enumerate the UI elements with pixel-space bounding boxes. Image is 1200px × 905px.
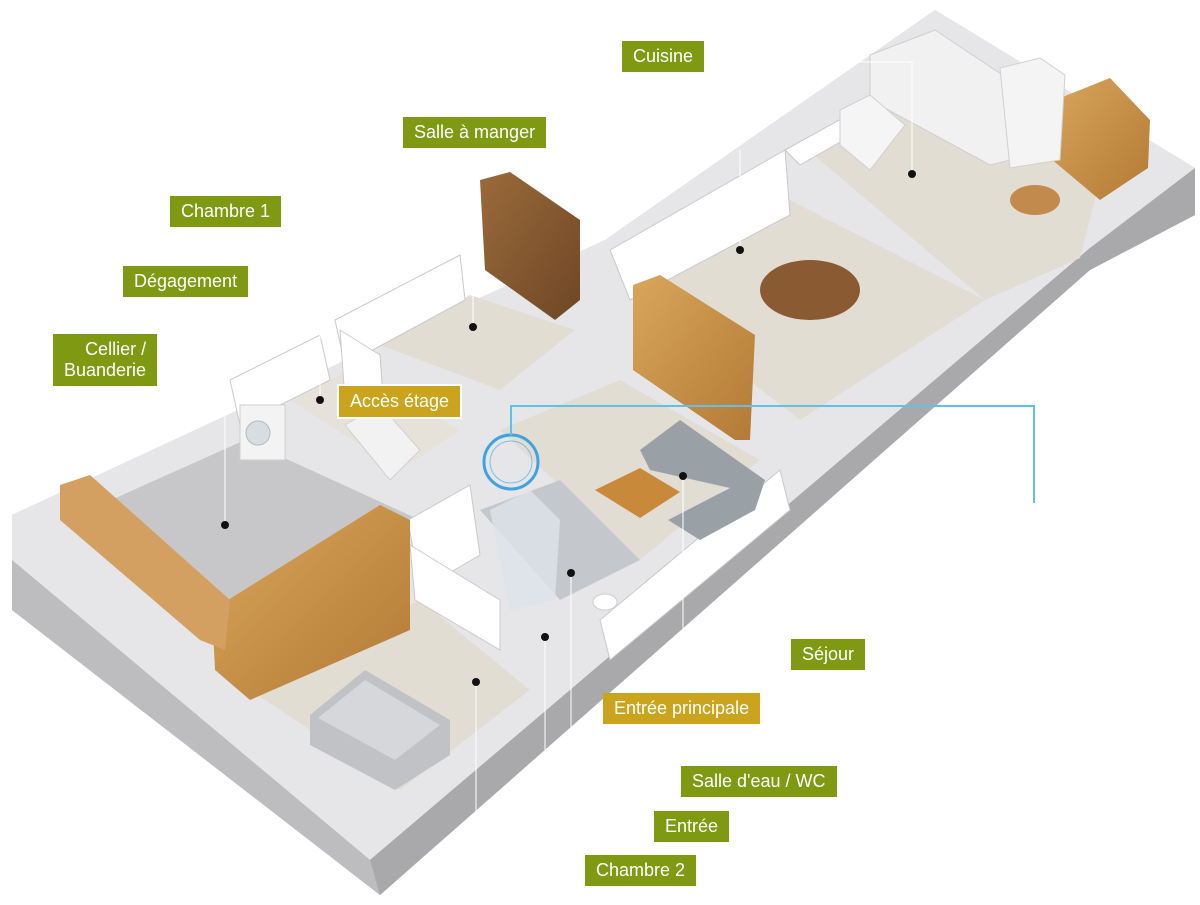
label-salle-eau-wc[interactable]: Salle d'eau / WC: [681, 766, 837, 797]
label-salle-a-manger[interactable]: Salle à manger: [403, 117, 547, 148]
label-cuisine[interactable]: Cuisine: [622, 41, 705, 72]
floor-cellier: [100, 440, 420, 640]
wardrobe-chambre-2: [212, 505, 410, 700]
stairs-cuisine: [839, 94, 906, 171]
bookshelf: [633, 275, 755, 440]
label-entree-principale[interactable]: Entrée principale: [603, 693, 761, 724]
shower: [490, 490, 560, 610]
floor-sejour: [500, 380, 760, 560]
label-degagement[interactable]: Dégagement: [123, 266, 249, 297]
storage-cellier: [60, 475, 230, 650]
label-chambre-2[interactable]: Chambre 2: [585, 855, 697, 886]
label-chambre-1[interactable]: Chambre 1: [170, 196, 282, 227]
label-entree[interactable]: Entrée: [654, 811, 730, 842]
access-marker-ring-icon[interactable]: [482, 405, 1035, 503]
label-cellier-line1: Cellier /: [85, 339, 147, 359]
wardrobe-chambre-1: [480, 172, 580, 320]
label-sejour[interactable]: Séjour: [791, 639, 866, 670]
toilet: [592, 593, 618, 611]
leader-lines: [224, 61, 913, 858]
label-acces-etage[interactable]: Accès étage: [336, 384, 463, 419]
label-cellier-line2: Buanderie: [64, 360, 147, 380]
label-cellier-buanderie[interactable]: Cellier / Buanderie: [53, 334, 158, 386]
round-table: [1010, 185, 1060, 215]
coffee-table: [595, 468, 680, 518]
furniture: [60, 29, 1150, 790]
fridge: [999, 57, 1066, 169]
dining-table: [760, 260, 860, 320]
sideboard-cuisine: [1050, 78, 1150, 200]
room-dots: [221, 170, 916, 686]
sofa: [640, 420, 765, 540]
